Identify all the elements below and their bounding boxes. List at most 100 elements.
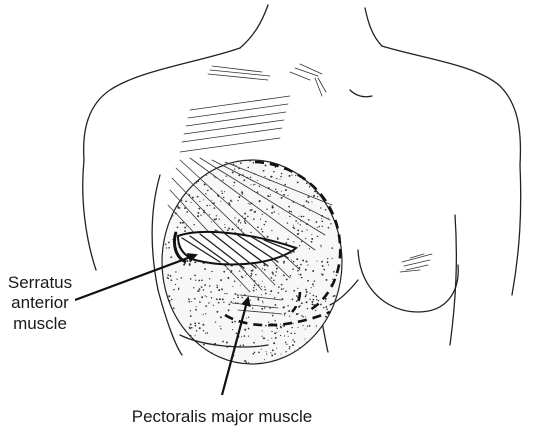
pectoralis-label: Pectoralis major muscle [132, 407, 312, 426]
stipple-dot [289, 348, 290, 349]
serratus-label-line1: Serratus [8, 273, 72, 292]
stipple-dot [204, 268, 206, 270]
stipple-dot [257, 298, 258, 299]
stipple-dot [223, 271, 225, 273]
stipple-dot [186, 226, 187, 227]
stipple-dot [297, 270, 299, 272]
stipple-dot [220, 328, 221, 329]
stipple-dot [291, 175, 292, 176]
stipple-dot [240, 222, 241, 223]
stipple-dot [296, 258, 298, 260]
stipple-dot [301, 231, 303, 233]
stipple-dot [248, 335, 249, 336]
stipple-dot [222, 298, 224, 300]
stipple-dot [284, 335, 285, 336]
stipple-dot [306, 291, 308, 293]
stipple-dot [302, 316, 303, 317]
stipple-dot [272, 349, 274, 351]
stipple-dot [205, 193, 206, 194]
stipple-dot [259, 185, 260, 186]
stipple-dot [303, 216, 304, 217]
stipple-dot [282, 325, 283, 326]
stipple-dot [205, 333, 206, 334]
stipple-dot [206, 205, 208, 207]
stipple-dot [295, 175, 296, 176]
stipple-dot [250, 209, 252, 211]
stipple-dot [274, 297, 275, 298]
stipple-dot [275, 337, 277, 339]
stipple-dot [326, 308, 328, 310]
stipple-dot [253, 184, 254, 185]
stipple-dot [270, 194, 271, 195]
stipple-dot [263, 337, 265, 339]
stipple-dot [244, 221, 245, 222]
stipple-dot [262, 231, 264, 233]
stipple-dot [262, 302, 263, 303]
stipple-dot [262, 214, 263, 215]
stipple-dot [211, 271, 212, 272]
stipple-dot [214, 219, 216, 221]
stipple-dot [287, 222, 288, 223]
stipple-dot [306, 261, 308, 263]
stipple-dot [267, 195, 269, 197]
stipple-dot [258, 352, 260, 354]
stipple-dot [293, 290, 295, 292]
stipple-dot [240, 162, 242, 164]
stipple-dot [307, 326, 308, 327]
stipple-dot [300, 274, 302, 276]
stipple-dot [300, 224, 301, 225]
stipple-dot [311, 201, 312, 202]
stipple-dot [314, 280, 315, 281]
stipple-dot [323, 307, 325, 309]
stipple-dot [322, 274, 324, 276]
stipple-dot [191, 202, 192, 203]
stipple-dot [250, 177, 251, 178]
stipple-dot [286, 278, 288, 280]
stipple-dot [273, 211, 275, 213]
stipple-dot [194, 322, 196, 324]
stipple-dot [278, 213, 279, 214]
stipple-dot [283, 194, 285, 196]
stipple-dot [281, 288, 283, 290]
stipple-dot [191, 301, 192, 302]
stipple-dot [215, 218, 217, 220]
stipple-dot [309, 293, 310, 294]
stipple-dot [262, 330, 263, 331]
stipple-dot [313, 299, 315, 301]
stipple-dot [261, 308, 263, 310]
stipple-dot [294, 341, 296, 343]
stipple-dot [316, 325, 317, 326]
stipple-dot [332, 258, 333, 259]
stipple-dot [292, 268, 294, 270]
stipple-dot [264, 289, 266, 291]
stipple-dot [193, 224, 194, 225]
stipple-dot [317, 196, 318, 197]
stipple-dot [285, 351, 286, 352]
stipple-dot [330, 223, 332, 225]
stipple-dot [197, 196, 199, 198]
stipple-dot [214, 207, 216, 209]
stipple-dot [208, 302, 209, 303]
stipple-dot [301, 315, 302, 316]
stipple-dot [170, 257, 171, 258]
stipple-dot [271, 331, 272, 332]
stipple-dot [261, 294, 262, 295]
stipple-dot [275, 304, 277, 306]
stipple-dot [181, 200, 182, 201]
stipple-dot [321, 220, 323, 222]
stipple-dot [301, 277, 302, 278]
stipple-dot [271, 277, 273, 279]
stipple-dot [283, 288, 284, 289]
stipple-dot [320, 304, 322, 306]
stipple-dot [170, 279, 172, 281]
stipple-dot [195, 309, 196, 310]
stipple-dot [253, 162, 255, 164]
stipple-dot [309, 299, 310, 300]
stipple-dot [253, 287, 254, 288]
stipple-dot [263, 170, 265, 172]
stipple-dot [265, 293, 267, 295]
stipple-dot [167, 274, 169, 276]
stipple-dot [287, 238, 289, 240]
stipple-dot [311, 301, 313, 303]
stipple-dot [332, 247, 334, 249]
